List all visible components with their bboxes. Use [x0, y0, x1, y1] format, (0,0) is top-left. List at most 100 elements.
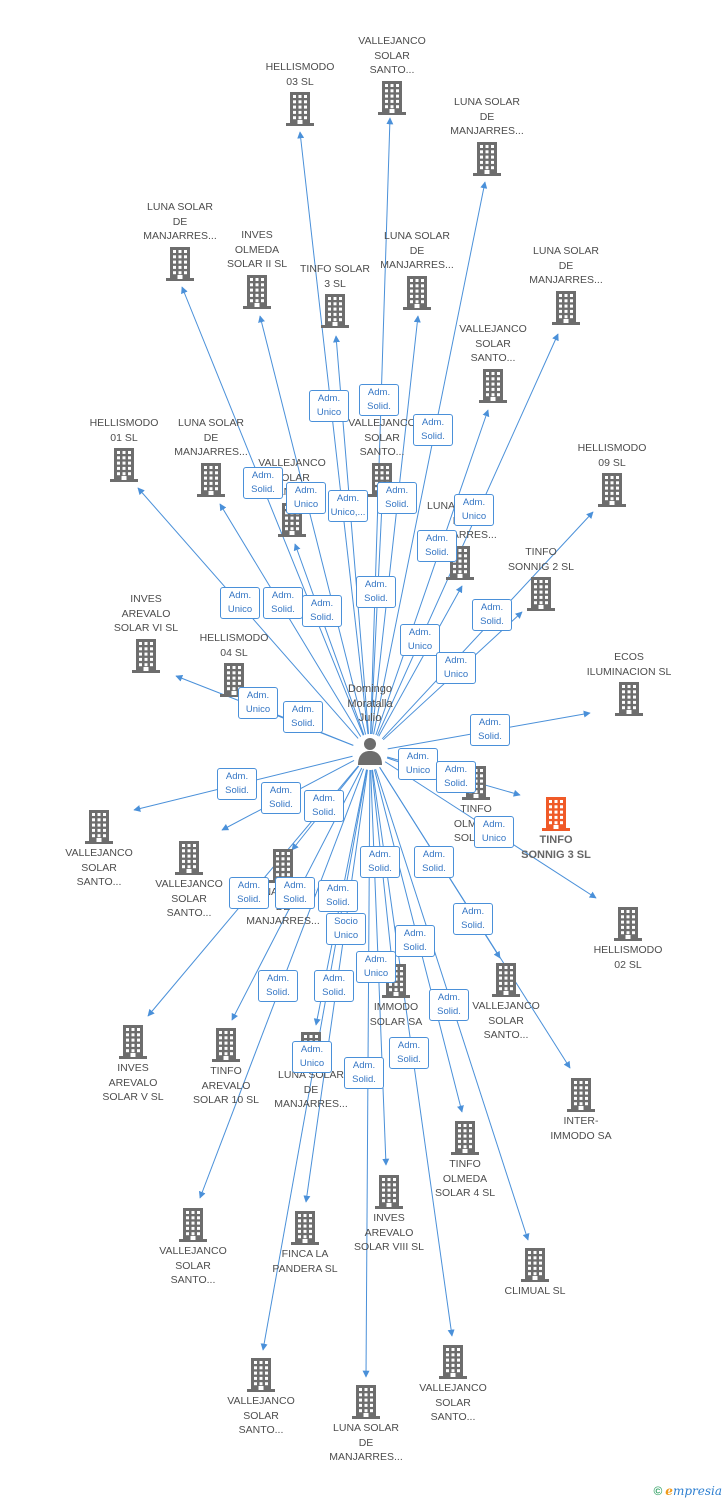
role-badge[interactable]: Adm.Unico [286, 482, 326, 514]
role-badge[interactable]: Adm.Solid. [302, 595, 342, 627]
role-badge[interactable]: Adm.Solid. [472, 599, 512, 631]
role-badge[interactable]: Adm.Unico,... [328, 490, 368, 522]
role-badge[interactable]: Adm.Unico [474, 816, 514, 848]
role-badge[interactable]: Adm.Solid. [261, 782, 301, 814]
company-name-line: SONNIG 3 SL [521, 848, 591, 861]
role-badge[interactable]: Adm.Solid. [344, 1057, 384, 1089]
role-badge[interactable]: Adm.Unico [309, 390, 349, 422]
role-badge[interactable]: Adm.Solid. [360, 846, 400, 878]
company-name-line: 3 SL [324, 277, 346, 290]
role-badge[interactable]: Adm.Solid. [417, 530, 457, 562]
role-badge-line: Adm. [444, 655, 468, 666]
role-badge-line: Solid. [480, 616, 504, 627]
building-icon [615, 682, 643, 716]
role-badge[interactable]: Adm.Solid. [470, 714, 510, 746]
role-badge[interactable]: Adm.Unico [356, 951, 396, 983]
role-badge[interactable]: Adm.Solid. [389, 1037, 429, 1069]
brand-logo-text: mpresia [672, 1484, 722, 1498]
company-name-line: SANTO... [170, 1274, 216, 1286]
company-node[interactable]: INTER-IMMODO SA [521, 1078, 641, 1143]
role-badge[interactable]: Adm.Solid. [356, 576, 396, 608]
role-badge[interactable]: Adm.Solid. [283, 701, 323, 733]
company-name-line: OLMEDA [442, 1172, 488, 1185]
role-badge-line: Adm. [246, 690, 270, 701]
role-badge[interactable]: Adm.Unico [454, 494, 494, 526]
role-badge[interactable]: Adm.Solid. [263, 587, 303, 619]
role-badge[interactable]: Adm.Unico [220, 587, 260, 619]
role-badge[interactable]: Adm.Unico [400, 624, 440, 656]
role-badge[interactable]: Adm.Solid. [436, 761, 476, 793]
building-icon [403, 275, 431, 310]
role-badge[interactable]: Adm.Solid. [229, 877, 269, 909]
company-name-line: HELLISMODO [89, 417, 159, 429]
role-badge[interactable]: Adm.Solid. [243, 467, 283, 499]
role-badge[interactable]: Adm.Solid. [258, 970, 298, 1002]
person-node[interactable]: Domingo Moratalla Julio [320, 682, 420, 766]
company-node[interactable]: CLIMUAL SL [475, 1248, 595, 1299]
company-name-line: SANTO... [470, 352, 516, 364]
role-badge[interactable]: Adm.Unico [436, 652, 476, 684]
role-badge-line: Solid. [385, 499, 409, 510]
building-icon [614, 907, 642, 941]
role-badge[interactable]: Adm.Solid. [304, 790, 344, 822]
role-badge[interactable]: Adm.Solid. [217, 768, 257, 800]
role-badge-line: Adm. [317, 393, 341, 404]
role-badge[interactable]: Adm.Solid. [413, 414, 453, 446]
role-badge[interactable]: Adm.Solid. [359, 384, 399, 416]
role-badge[interactable]: Adm.Solid. [395, 925, 435, 957]
role-badge[interactable]: Adm.Unico [292, 1041, 332, 1073]
role-badge[interactable]: Adm.Solid. [429, 989, 469, 1021]
role-badge[interactable]: Adm.Solid. [275, 877, 315, 909]
role-badge[interactable]: Adm.Solid. [377, 482, 417, 514]
company-name-line: AREVALO [201, 1079, 251, 1092]
role-badge[interactable]: Adm.Unico [238, 687, 278, 719]
company-name: CLIMUAL SL [475, 1284, 595, 1299]
role-badge-line: Unico [481, 833, 507, 844]
company-name-line: SOLAR [488, 1014, 524, 1027]
edge-n1 [297, 131, 369, 735]
building-icon [473, 141, 501, 176]
role-badge-line: Unico [299, 1058, 325, 1069]
role-badge[interactable]: Adm.Solid. [453, 903, 493, 935]
building-icon [439, 1345, 467, 1379]
company-name-line: DE [558, 259, 574, 272]
role-badge[interactable]: Adm.Solid. [318, 880, 358, 912]
role-badge[interactable]: Adm.Solid. [414, 846, 454, 878]
role-badge[interactable]: Adm.Solid. [314, 970, 354, 1002]
